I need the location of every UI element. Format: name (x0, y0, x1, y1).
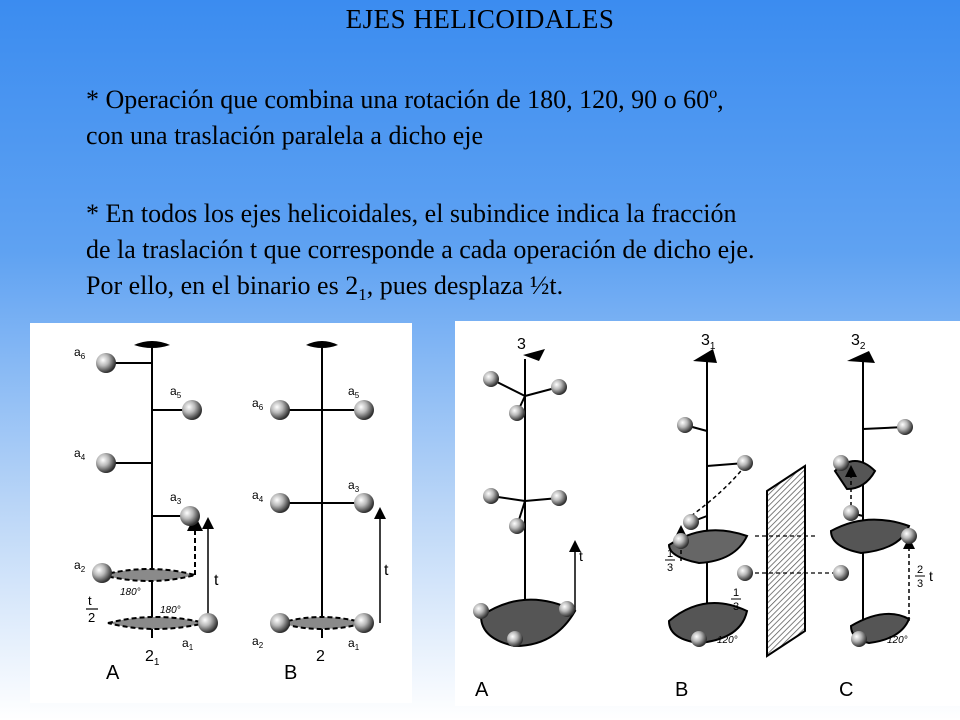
rotation-disk (667, 602, 749, 645)
axis-symbol-label: 32 (851, 332, 866, 352)
atom (198, 613, 218, 633)
translation-label: t (929, 568, 933, 584)
atom (270, 400, 290, 420)
axis-symbol-label: 21 (145, 648, 160, 668)
fraction-denominator: 3 (733, 601, 739, 613)
atom-label: a5 (348, 384, 360, 400)
paragraph-definition: * Operación que combina una rotación de … (86, 82, 926, 154)
rotation-disk (101, 568, 199, 582)
rotation-disk (829, 518, 911, 555)
threefold-axis-symbol (693, 349, 717, 363)
twofold-axis-symbol (306, 341, 338, 348)
atom-label: a3 (348, 478, 360, 494)
paragraph-line: con una traslación paralela a dicho eje (86, 121, 484, 150)
twofold-axis-symbol (134, 341, 170, 348)
atom (96, 353, 116, 373)
atom-label: a6 (252, 396, 264, 412)
atom (509, 518, 525, 534)
atom (96, 453, 116, 473)
atom (483, 371, 499, 387)
atom-label: a1 (182, 636, 194, 652)
panel-letter: A (475, 679, 489, 701)
atom (551, 490, 567, 506)
atom-label: a3 (170, 490, 182, 506)
panel-letter: A (106, 662, 120, 684)
fraction-numerator: 1 (667, 548, 673, 560)
atom-label: a4 (252, 488, 264, 504)
figure-ternary-svg: 3 t A 31 (473, 332, 933, 701)
translation-label: t (214, 572, 219, 589)
atom (691, 631, 707, 647)
angle-label: 180° (120, 587, 141, 598)
fraction-numerator: 2 (917, 564, 923, 576)
atom (897, 419, 913, 435)
atom-label: a5 (170, 384, 182, 400)
fraction-numerator: 1 (733, 587, 739, 599)
translation-label: t (384, 562, 389, 579)
subscript: 1 (358, 285, 367, 304)
atom (354, 613, 374, 633)
atom (673, 533, 689, 549)
atom-label: a2 (252, 634, 264, 650)
atom (737, 455, 753, 471)
rotation-disk (107, 616, 206, 630)
panel-letter: B (284, 662, 297, 684)
angle-label: 180° (160, 605, 181, 616)
fraction-denominator: 3 (667, 562, 673, 574)
atom (559, 601, 575, 617)
atom (180, 506, 200, 526)
atom (509, 405, 525, 421)
atom (677, 417, 693, 433)
atom (507, 631, 523, 647)
angle-label: 120° (887, 635, 908, 646)
atom (851, 631, 867, 647)
atom (354, 493, 374, 513)
atom (92, 563, 112, 583)
atom (901, 528, 917, 544)
fraction-denominator: 2 (88, 610, 95, 625)
atom (270, 613, 290, 633)
atom (483, 488, 499, 504)
atom (833, 455, 849, 471)
atom (270, 493, 290, 513)
atom (833, 565, 849, 581)
paragraph-line: * En todos los ejes helicoidales, el sub… (86, 199, 737, 228)
panel-letter: C (839, 679, 853, 701)
symmetry-plane (766, 464, 806, 658)
atom-label: a1 (348, 636, 360, 652)
figure-ternary-axes: 3 t A 31 (455, 321, 960, 706)
threefold-axis-symbol (847, 351, 875, 363)
atom (354, 400, 374, 420)
paragraph-line: Por ello, en el binario es 21, pues desp… (86, 268, 926, 313)
axis-symbol-label: 3 (517, 336, 526, 353)
paragraph-line: * Operación que combina una rotación de … (86, 85, 724, 114)
angle-label: 120° (717, 635, 738, 646)
atom-label: a6 (74, 345, 86, 361)
figure-binary-axes: t t 2 180° 180° a6 a5 a4 a3 a2 a1 21 A (30, 323, 412, 703)
axis-symbol-label: 2 (316, 648, 325, 665)
translation-label: t (579, 548, 583, 564)
atom (473, 603, 489, 619)
threefold-axis-symbol (523, 349, 545, 361)
paragraph-line: de la traslación t que corresponde a cad… (86, 235, 755, 264)
atom-label: a2 (74, 558, 86, 574)
axis-symbol-label: 31 (701, 332, 716, 352)
text-run: Por ello, en el binario es 2 (86, 271, 359, 300)
atom (683, 514, 699, 530)
panel-letter: B (675, 679, 688, 701)
rotation-disk (479, 598, 577, 648)
fraction-denominator: 3 (917, 578, 923, 590)
text-run: , pues desplaza ½t. (366, 271, 564, 300)
atom-label: a4 (74, 446, 86, 462)
fraction-numerator: t (88, 593, 92, 608)
atom (182, 400, 202, 420)
rotation-disk (276, 616, 368, 630)
figure-binary-svg: t t 2 180° 180° a6 a5 a4 a3 a2 a1 21 A (74, 341, 389, 684)
atom (737, 565, 753, 581)
paragraph-subscript-explanation: * En todos los ejes helicoidales, el sub… (86, 196, 926, 313)
atom (551, 379, 567, 395)
slide-title: EJES HELICOIDALES (345, 4, 615, 34)
atom (843, 505, 859, 521)
